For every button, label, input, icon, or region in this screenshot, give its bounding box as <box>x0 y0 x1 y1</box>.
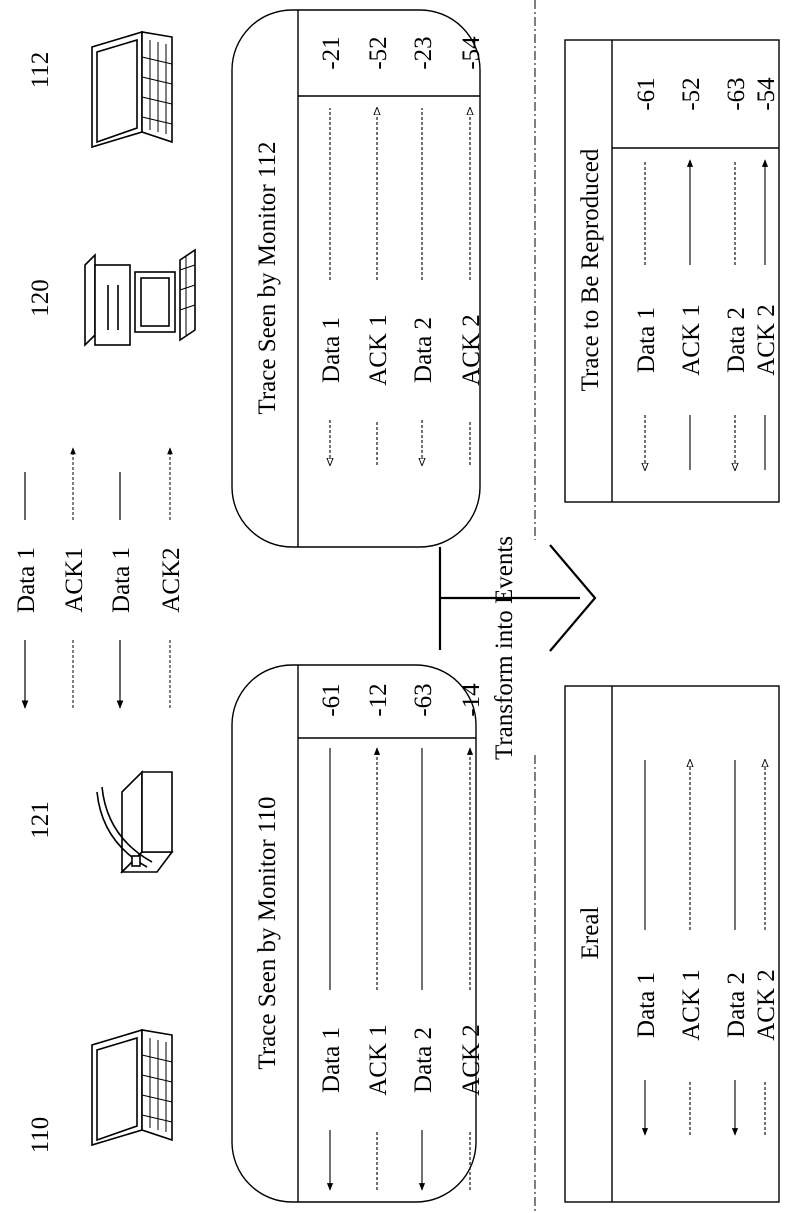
monitor-112-title: Trace Seen by Monitor 112 <box>254 141 281 414</box>
trace-row: Data 2 -63 <box>723 77 750 470</box>
monitor-112-trace-box: Trace Seen by Monitor 112 <box>231 9 481 548</box>
link-message: Data 1 <box>13 472 40 709</box>
ereal-box: Ereal <box>564 685 780 1203</box>
trace-row: Data 1 -61 <box>318 683 345 1191</box>
trace-row-label: ACK 1 <box>678 969 705 1041</box>
trace-row-label: ACK 2 <box>753 969 780 1041</box>
transform-label: Transform into Events <box>491 536 518 760</box>
trace-row-label: Data 1 <box>633 972 660 1038</box>
link-message-label: Data 1 <box>108 547 135 613</box>
trace-row: ACK 2 -14 <box>458 683 485 1190</box>
network-device-icon <box>96 770 174 874</box>
trace-row: ACK 1 -12 <box>365 683 392 1190</box>
trace-row: Data 1 <box>633 760 660 1136</box>
trace-row-label: Data 2 <box>410 317 437 383</box>
reproduce-trace-box: Trace to Be Reproduced <box>564 39 780 503</box>
node-label-120: 120 <box>27 279 54 317</box>
trace-row-value: -23 <box>410 36 437 69</box>
trace-row: ACK 1 <box>678 760 705 1135</box>
trace-row: ACK 2 -54 <box>753 77 780 470</box>
trace-row-label: Data 1 <box>633 307 660 373</box>
node-label-121: 121 <box>27 801 54 839</box>
trace-row-value: -52 <box>678 77 705 110</box>
trace-row-label: Data 2 <box>723 307 750 373</box>
monitor-110-title: Trace Seen by Monitor 110 <box>254 796 281 1069</box>
trace-row-label: Data 2 <box>723 972 750 1038</box>
node-label-112: 112 <box>27 52 54 89</box>
link-message: Data 1 <box>108 472 135 709</box>
trace-row-value: -61 <box>633 77 660 110</box>
trace-row-value: -12 <box>365 683 392 716</box>
ereal-title: Ereal <box>577 907 604 960</box>
trace-row-value: -63 <box>410 683 437 716</box>
trace-row-label: Data 1 <box>318 317 345 383</box>
desktop-computer-icon <box>84 248 196 347</box>
link-message: ACK2 <box>158 447 185 708</box>
trace-row-label: ACK 1 <box>365 1024 392 1096</box>
trace-row: ACK 2 -54 <box>458 36 485 465</box>
trace-row-value: -21 <box>318 36 345 69</box>
trace-row: ACK 1 -52 <box>365 36 392 465</box>
laptop-icon <box>91 30 173 149</box>
link-message: ACK1 <box>61 447 88 708</box>
monitor-110-trace-box: Trace Seen by Monitor 110 <box>231 664 477 1203</box>
trace-row-label: ACK 2 <box>753 304 780 376</box>
trace-row-label: Data 1 <box>318 1027 345 1093</box>
trace-row-label: ACK 1 <box>365 314 392 386</box>
link-message-label: Data 1 <box>13 547 40 613</box>
trace-row-value: -14 <box>458 683 485 717</box>
trace-row-label: ACK 2 <box>458 314 485 386</box>
trace-row-value: -52 <box>365 36 392 69</box>
node-label-110: 110 <box>27 1117 54 1154</box>
trace-row-value: -63 <box>723 77 750 110</box>
trace-row: ACK 1 -52 <box>678 77 705 470</box>
trace-row: Data 2 -63 <box>410 683 437 1191</box>
laptop-icon <box>91 1028 173 1147</box>
transform-arrow <box>438 544 597 652</box>
reproduce-title: Trace to Be Reproduced <box>577 148 604 391</box>
trace-row-label: ACK 1 <box>678 304 705 376</box>
trace-row-value: -61 <box>318 683 345 716</box>
link-message-label: ACK1 <box>61 547 88 612</box>
trace-row-value: -54 <box>753 77 780 111</box>
trace-row: Data 1 -21 <box>318 36 345 465</box>
link-message-label: ACK2 <box>158 547 185 612</box>
trace-row-value: -54 <box>458 36 485 70</box>
trace-row: Data 2 -23 <box>410 36 437 465</box>
trace-row: ACK 2 <box>753 760 780 1135</box>
trace-row-label: Data 2 <box>410 1027 437 1093</box>
trace-row-label: ACK 2 <box>458 1024 485 1096</box>
trace-row: Data 1 -61 <box>633 77 660 470</box>
trace-row: Data 2 <box>723 760 750 1136</box>
